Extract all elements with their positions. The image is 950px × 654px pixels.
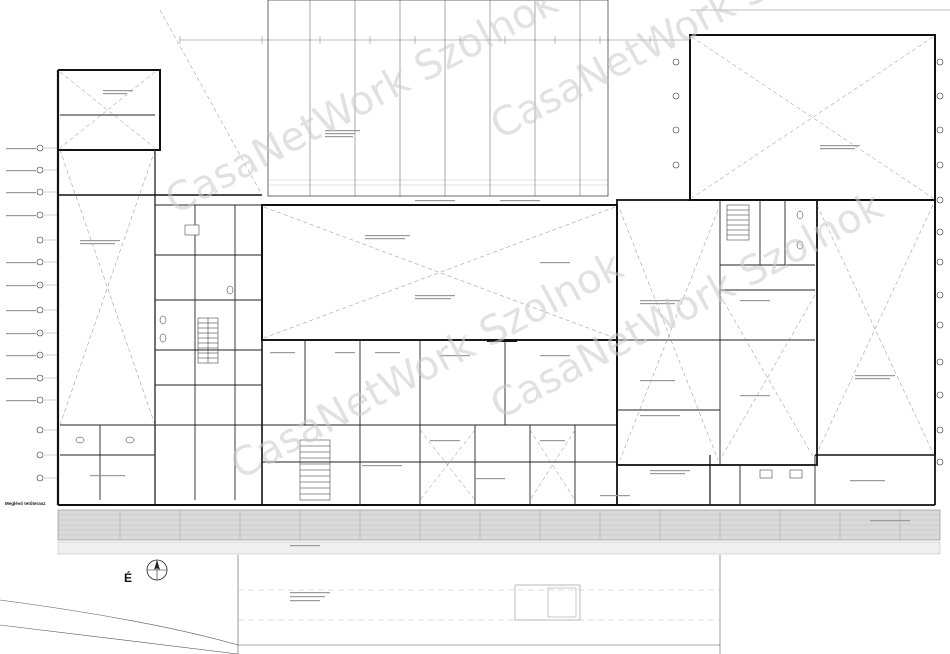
sidewalk-band bbox=[57, 509, 941, 541]
right-grid-axis-markers bbox=[936, 58, 944, 466]
left-dim-ticks bbox=[44, 147, 58, 479]
stairs-lower bbox=[299, 439, 331, 501]
middle-grid-axis-markers bbox=[672, 58, 680, 169]
lower-curb-strip bbox=[57, 541, 941, 555]
sanitary-fixtures bbox=[75, 210, 804, 479]
beam-marker bbox=[487, 339, 517, 342]
slab-diagonal-markers bbox=[59, 9, 934, 501]
street-area bbox=[0, 555, 721, 654]
north-arrow bbox=[146, 559, 168, 581]
annotation-blocks bbox=[6, 90, 910, 602]
terrace-area bbox=[267, 0, 609, 197]
top-dimension-strip bbox=[179, 9, 950, 44]
north-symbol-label: É bbox=[124, 570, 132, 585]
left-grid-axis-markers bbox=[36, 144, 44, 482]
terrace-title-label: Meglévő tetőterasz bbox=[5, 501, 46, 506]
interior-partitions bbox=[60, 114, 816, 505]
street-dashed-lines bbox=[238, 589, 720, 621]
stairs-right bbox=[726, 204, 750, 241]
stairs-left bbox=[197, 317, 219, 364]
